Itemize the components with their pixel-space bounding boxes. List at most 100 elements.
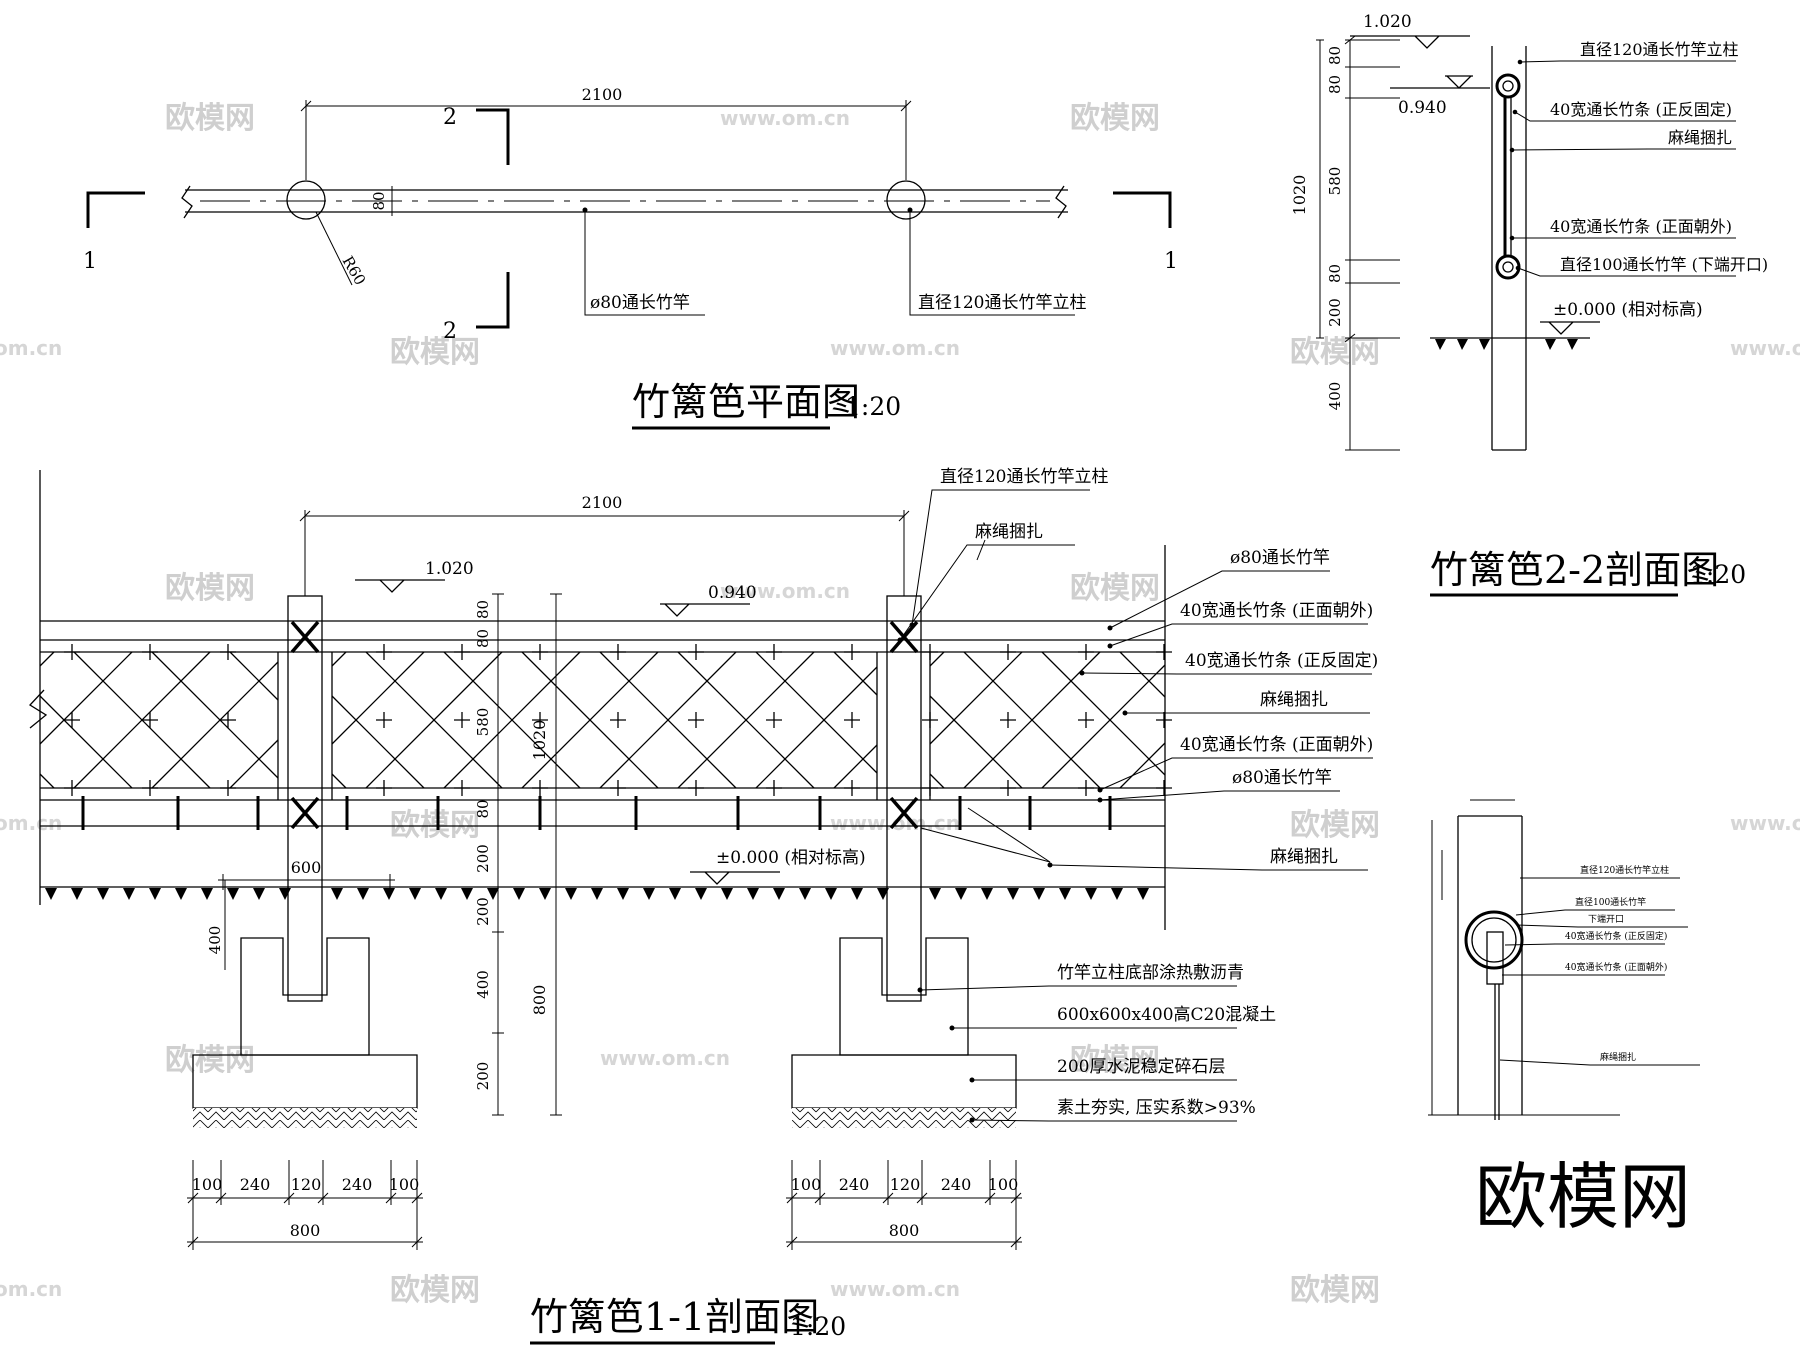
bottom-rail-ties: [81, 796, 1112, 830]
detail-label: 直径120通长竹竿立柱: [1580, 864, 1669, 876]
plan-view: 2100 80 R60 1 1 2 2 ø80通长竹竿 直径120通长竹竿立柱 …: [83, 85, 1178, 430]
elev-dim-400-side: 400: [206, 926, 224, 955]
s22-label: 40宽通长竹条 (正面朝外): [1550, 217, 1732, 236]
s22-dim-total: 1020: [1290, 175, 1309, 216]
callout-leader: [1099, 757, 1373, 791]
lattice-tie: [64, 780, 80, 796]
callout-dot: [1107, 625, 1113, 631]
plan-sec-1-left: 1: [83, 249, 97, 274]
callout-leader: [1049, 864, 1368, 871]
dim-label: 400: [474, 970, 492, 999]
foundation-total-label: 800: [290, 1221, 321, 1240]
rope-tie-mark: [889, 796, 919, 830]
s22-top-rail: [1495, 73, 1521, 99]
callout-label: 麻绳捆扎: [975, 522, 1043, 542]
lattice-tie: [688, 712, 704, 728]
callout-label: 麻绳捆扎: [1270, 847, 1338, 867]
callout-dot: [1107, 643, 1113, 649]
foundation-dim-label: 120: [291, 1175, 322, 1194]
callout-leader: [899, 544, 1075, 641]
s22-bottom-rail: [1495, 254, 1521, 280]
elev-dim-total: 1020: [530, 720, 549, 761]
ground-hatch: [45, 888, 1149, 900]
dim-label: 200: [474, 897, 492, 926]
lattice-tie: [766, 644, 782, 660]
dim-tick: [411, 1236, 423, 1248]
callout-dot: [1509, 235, 1515, 241]
s22-dim-label: 400: [1326, 382, 1344, 411]
dim-label: 200: [474, 844, 492, 873]
dim-tick: [1010, 1192, 1022, 1204]
watermark-brand: 欧模网: [165, 101, 255, 136]
lattice-tie: [1156, 780, 1172, 796]
dim-tick: [283, 1192, 295, 1204]
lattice-tie: [766, 712, 782, 728]
foundation-label: 200厚水泥稳定碎石层: [1057, 1057, 1225, 1077]
lattice-tie: [376, 644, 392, 660]
elev-dim-footing: 600: [291, 858, 322, 877]
section-mark-1-left: [86, 191, 145, 228]
lattice-tie: [766, 780, 782, 796]
detail-label: 40宽通长竹条 (正反固定): [1565, 930, 1667, 942]
foundation-dim-label: 100: [389, 1175, 420, 1194]
callout-dot: [897, 637, 903, 643]
callout-leader: [919, 985, 1237, 991]
watermarks: 欧模网 www.om.cn 欧模网 om.cn 欧模网 www.om.cn 欧模…: [0, 101, 1800, 1308]
watermark-brand: 欧模网: [165, 571, 255, 606]
lattice-tie: [220, 644, 236, 660]
callout-dot: [969, 1117, 975, 1123]
gravel-layer: [791, 1054, 1017, 1109]
callout-dot: [1512, 109, 1518, 115]
watermark-brand: 欧模网: [390, 335, 480, 370]
compacted-soil: [193, 1108, 417, 1128]
watermark-url: om.cn: [0, 811, 62, 835]
s22-leader: [1511, 148, 1736, 151]
elev-level-ground: ±0.000 (相对标高): [716, 848, 866, 868]
detail-label: 麻绳捆扎: [1600, 1051, 1636, 1063]
callout-leader: [976, 539, 986, 561]
s22-level-top: 1.020: [1363, 12, 1412, 32]
watermark-url: om.cn: [0, 1277, 62, 1301]
lattice-tie: [688, 644, 704, 660]
plan-post-left: [286, 180, 326, 220]
plan-sec-2-top: 2: [443, 105, 457, 130]
s22-label: 直径100通长竹竿 (下端开口): [1560, 255, 1768, 274]
elev-level-top: 1.020: [425, 559, 474, 579]
s22-leader: [1517, 267, 1736, 277]
foundation-dim-label: 100: [791, 1175, 822, 1194]
s22-dim-label: 580: [1326, 167, 1344, 196]
dim-label: 580: [474, 708, 492, 737]
callout-dot: [1509, 147, 1515, 153]
concrete-footing: [240, 937, 370, 1056]
lattice-tie: [1156, 644, 1172, 660]
dim-tick: [317, 1192, 329, 1204]
callout-leader: [971, 1119, 1237, 1122]
foundation-total-label: 800: [889, 1221, 920, 1240]
watermark-url: www.om.cn: [600, 1046, 730, 1070]
callout-dot: [917, 987, 923, 993]
s22-dim-label: 80: [1326, 75, 1344, 94]
callout-dot: [1515, 265, 1521, 271]
dim-tick: [882, 1192, 894, 1204]
detail-leader: [1515, 924, 1688, 928]
watermark-url: www.om.cn: [720, 106, 850, 130]
lattice-tie: [844, 644, 860, 660]
callout-dot: [1097, 797, 1103, 803]
lattice-tie: [220, 712, 236, 728]
dim-tick: [215, 1192, 227, 1204]
section-mark-2-bottom: [476, 272, 510, 329]
dim-tick: [916, 1192, 928, 1204]
dim-label: 80: [474, 600, 492, 619]
watermark-brand: 欧模网: [1070, 1043, 1160, 1078]
lattice-tie: [454, 780, 470, 796]
lattice-tie: [610, 712, 626, 728]
ground-hatch-marks: [45, 888, 1149, 900]
watermark-url: www.om.cn: [1730, 811, 1800, 835]
callout-leader: [911, 489, 1090, 626]
callout-dot: [949, 1025, 955, 1031]
lattice-tie: [376, 780, 392, 796]
lattice-strips: [39, 651, 1166, 789]
